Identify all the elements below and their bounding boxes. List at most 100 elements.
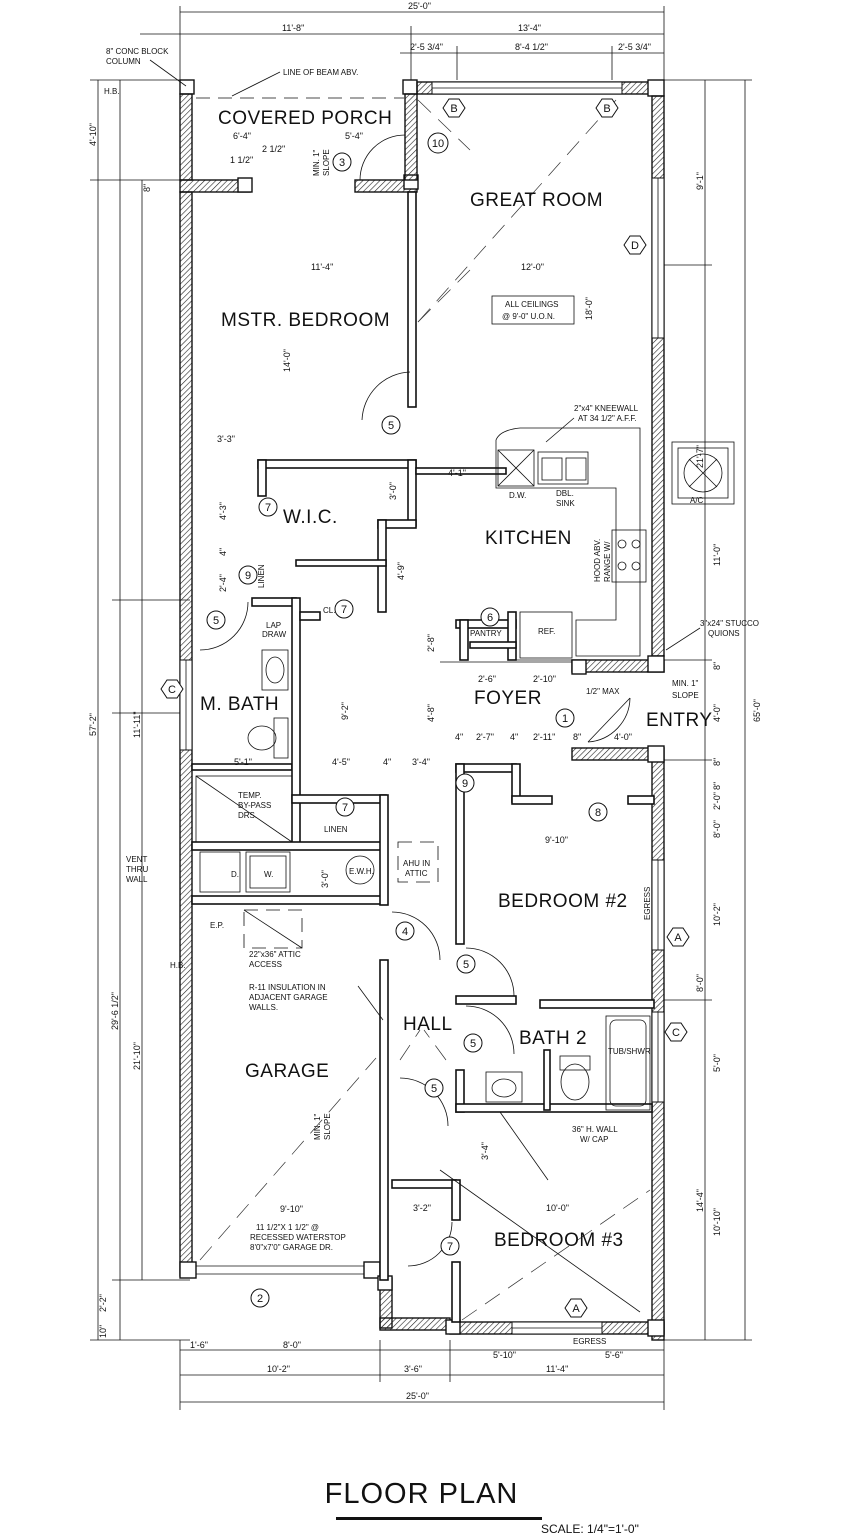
note-min-slope-entry-2: SLOPE <box>672 691 699 700</box>
svg-text:C: C <box>672 1027 680 1039</box>
dim-right-11-0: 11'-0" <box>712 544 722 566</box>
note-attic-access-1: 22"x36" ATTIC <box>249 950 301 959</box>
note-egress-1: EGRESS <box>643 887 652 920</box>
svg-text:5: 5 <box>431 1083 437 1095</box>
note-linen-1: LINEN <box>257 564 266 588</box>
dim-top-left: 11'-8" <box>282 23 304 33</box>
door-tag: 2 <box>250 1288 270 1308</box>
note-half-wall-2: W/ CAP <box>580 1135 608 1144</box>
note-vent: VENT <box>126 855 147 864</box>
svg-text:2: 2 <box>257 1293 263 1305</box>
dim-bottom-3-6: 3'-6" <box>404 1364 422 1374</box>
note-kneewall-1: 2"x4" KNEEWALL <box>574 404 639 413</box>
door-tag: 7 <box>440 1236 460 1256</box>
door-tag: 5 <box>456 954 476 974</box>
svg-text:D: D <box>631 240 639 252</box>
dim-right-8-0: 8'-0" <box>712 820 722 838</box>
dim-window-center: 8'-4 1/2" <box>515 42 548 52</box>
ceiling-lines <box>196 97 651 1321</box>
dim-wic-depth: 4'-3" <box>218 502 228 520</box>
dim-bedroom3-3-2: 3'-2" <box>413 1203 431 1213</box>
dim-great-width: 12'-0" <box>521 262 544 272</box>
door-tag: 5 <box>463 1033 483 1053</box>
dim-top-total: 25'-0" <box>408 1 431 11</box>
note-r11-2: ADJACENT GARAGE <box>249 993 328 1002</box>
dim-master-depth: 14'-0" <box>282 349 292 372</box>
svg-text:A: A <box>572 1303 580 1315</box>
dim-master-width: 11'-4" <box>311 262 333 272</box>
dim-right-65-0: 65'-0" <box>752 699 762 722</box>
title-underline <box>336 1517 542 1520</box>
dim-foyer-4: 4" <box>383 757 391 767</box>
svg-text:5: 5 <box>470 1038 476 1050</box>
note-min-slope-porch-2: SLOPE <box>322 149 331 176</box>
dim-linen-4: 4" <box>218 548 228 556</box>
room-labels: COVERED PORCH GREAT ROOM MSTR. BEDROOM W… <box>200 108 712 1251</box>
door-tag: 4 <box>395 921 415 941</box>
svg-text:A: A <box>674 932 682 944</box>
dim-foyer-4b: 4" <box>510 732 518 742</box>
dim-bottom-total: 25'-0" <box>406 1391 429 1401</box>
svg-text:10: 10 <box>432 138 444 150</box>
note-linen-2: LINEN <box>324 825 348 834</box>
note-dbl: DBL. <box>556 489 574 498</box>
door-tag: 7 <box>258 497 278 517</box>
plan-title: FLOOR PLAN <box>324 1478 519 1510</box>
note-stucco-2: QUIONS <box>708 629 740 638</box>
dim-window-left: 2'-5 3/4" <box>410 42 443 52</box>
dim-garage-width: 9'-10" <box>280 1204 303 1214</box>
note-sink: SINK <box>556 499 575 508</box>
window-tag: C <box>664 1022 688 1042</box>
svg-text:7: 7 <box>447 1241 453 1253</box>
note-drs: DRS. <box>238 811 257 820</box>
dim-bedroom3-width: 10'-0" <box>546 1203 569 1213</box>
svg-text:B: B <box>450 103 457 115</box>
note-beam: LINE OF BEAM ABV. <box>283 68 358 77</box>
note-range: RANGE W/ <box>603 541 612 582</box>
note-washer: W. <box>264 870 273 879</box>
note-bypass: BY-PASS <box>238 801 271 810</box>
room-great-room: GREAT ROOM <box>470 190 603 211</box>
note-r11-3: WALLS. <box>249 1003 278 1012</box>
room-garage: GARAGE <box>245 1061 329 1082</box>
note-ceilings-1: ALL CEILINGS <box>505 300 559 309</box>
dim-right-8-a: 8" <box>712 758 722 766</box>
note-attic-access-2: ACCESS <box>249 960 282 969</box>
note-dryer: D. <box>231 870 239 879</box>
door-tag: 7 <box>335 797 355 817</box>
dim-hall-4-5: 4'-5" <box>332 757 350 767</box>
dim-foyer-4a: 4" <box>455 732 463 742</box>
dim-linen-2-4: 2'-4" <box>218 574 228 592</box>
note-waterstop-3: 8'0"x7'0" GARAGE DR. <box>250 1243 333 1252</box>
door-tag: 6 <box>480 607 500 627</box>
svg-text:1: 1 <box>562 713 568 725</box>
svg-text:B: B <box>603 103 610 115</box>
note-ref: REF. <box>538 627 555 636</box>
dim-right-2-0: 2'-0" <box>712 792 722 810</box>
dim-left-2-2: 2'-2" <box>98 1294 108 1312</box>
dim-right-10-2: 10'-2" <box>712 903 722 926</box>
window-tag: A <box>564 1298 588 1318</box>
svg-text:5: 5 <box>463 959 469 971</box>
note-ep: E.P. <box>210 921 224 930</box>
dim-bottom-5-10: 5'-10" <box>493 1350 516 1360</box>
window-tag: C <box>160 679 184 699</box>
dim-right-8-0-b: 8'-0" <box>695 974 705 992</box>
dim-porch-width: 6'-4" <box>233 131 251 141</box>
dim-master-bath-5-1: 5'-1" <box>234 757 252 767</box>
svg-text:9: 9 <box>245 570 251 582</box>
dim-bottom-8-0: 8'-0" <box>283 1340 301 1350</box>
dim-great-depth: 18'-0" <box>584 297 594 320</box>
plan-notes: 8" CONC BLOCK COLUMN LINE OF BEAM ABV. A… <box>104 47 759 1346</box>
window-tag: B <box>442 98 466 118</box>
note-min-slope-garage-1: MIN. 1" <box>313 1113 322 1140</box>
door-tag: 9 <box>238 565 258 585</box>
window-tag: D <box>623 235 647 255</box>
note-min-slope-garage-2: SLOPE <box>323 1113 332 1140</box>
room-master-bath: M. BATH <box>200 694 279 715</box>
dim-foyer-2-11: 2'-11" <box>533 732 555 742</box>
svg-text:7: 7 <box>342 802 348 814</box>
plan-scale: SCALE: 1/4"=1'-0" <box>541 1522 639 1536</box>
dimension-text: 25'-0" 11'-8" 13'-4" 2'-5 3/4" 8'-4 1/2"… <box>88 1 762 1401</box>
